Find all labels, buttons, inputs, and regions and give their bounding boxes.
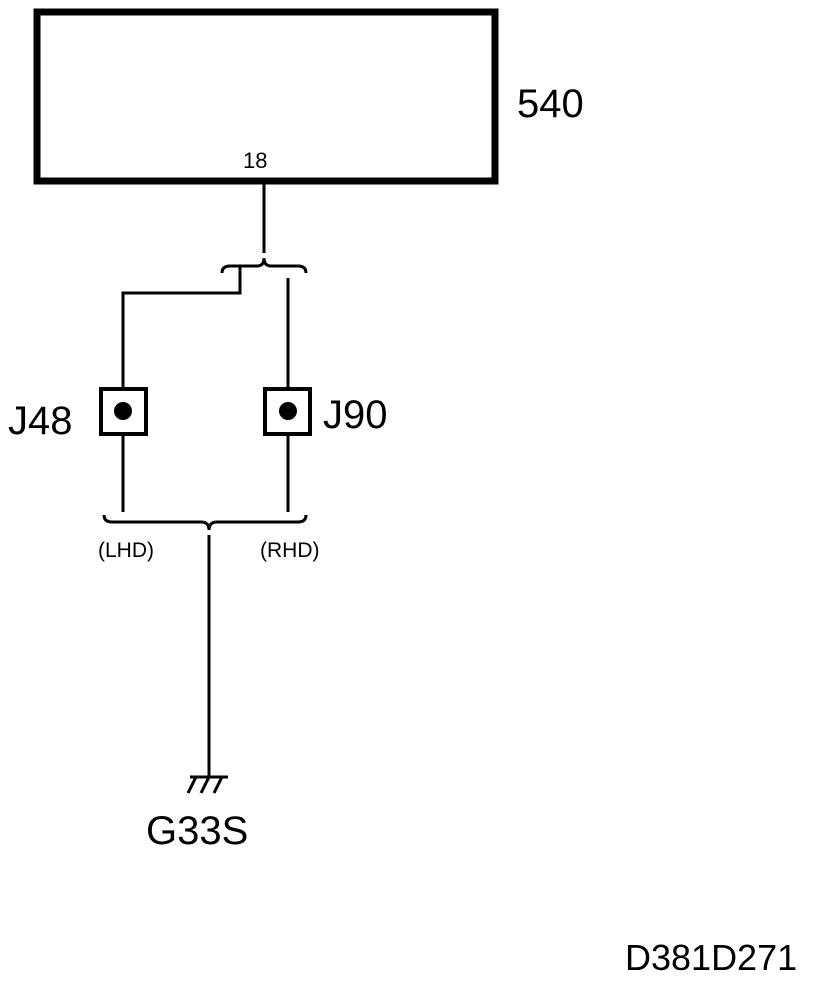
wire-to-j48 [121,266,242,392]
splice-j48 [99,387,148,436]
component-id-label: 540 [517,82,584,126]
splice-j90-dot [279,402,297,420]
variant-lhd-label: (LHD) [98,539,154,562]
splice-j48-label: J48 [8,399,73,443]
lower-variant-brace [102,514,308,531]
splice-j90-label: J90 [323,393,388,437]
splice-j90 [263,387,312,436]
component-540-box [33,8,499,185]
pin-number-label: 18 [243,148,267,173]
variant-rhd-label: (RHD) [260,539,319,562]
figure-code: D381D271 [625,937,797,978]
splice-j48-dot [114,402,132,420]
ground-icon [186,775,228,794]
upper-variant-brace [220,257,308,274]
ground-label: G33S [146,809,248,853]
